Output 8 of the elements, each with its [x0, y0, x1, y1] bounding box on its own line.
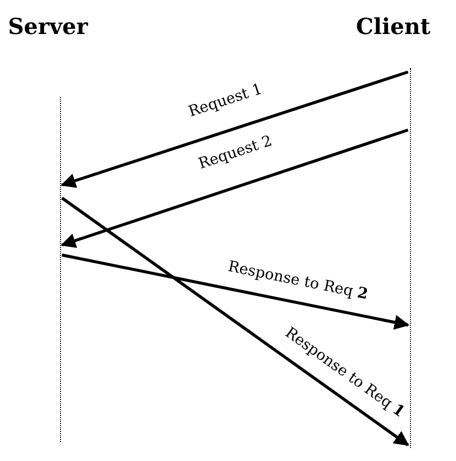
lifeline — [410, 68, 411, 448]
arrow — [62, 254, 410, 330]
column-heading: Server — [8, 14, 88, 40]
column-heading: Client — [356, 14, 430, 40]
arrow — [61, 196, 410, 446]
lifeline — [60, 97, 61, 442]
arrow — [60, 128, 408, 248]
arrow — [60, 70, 408, 188]
